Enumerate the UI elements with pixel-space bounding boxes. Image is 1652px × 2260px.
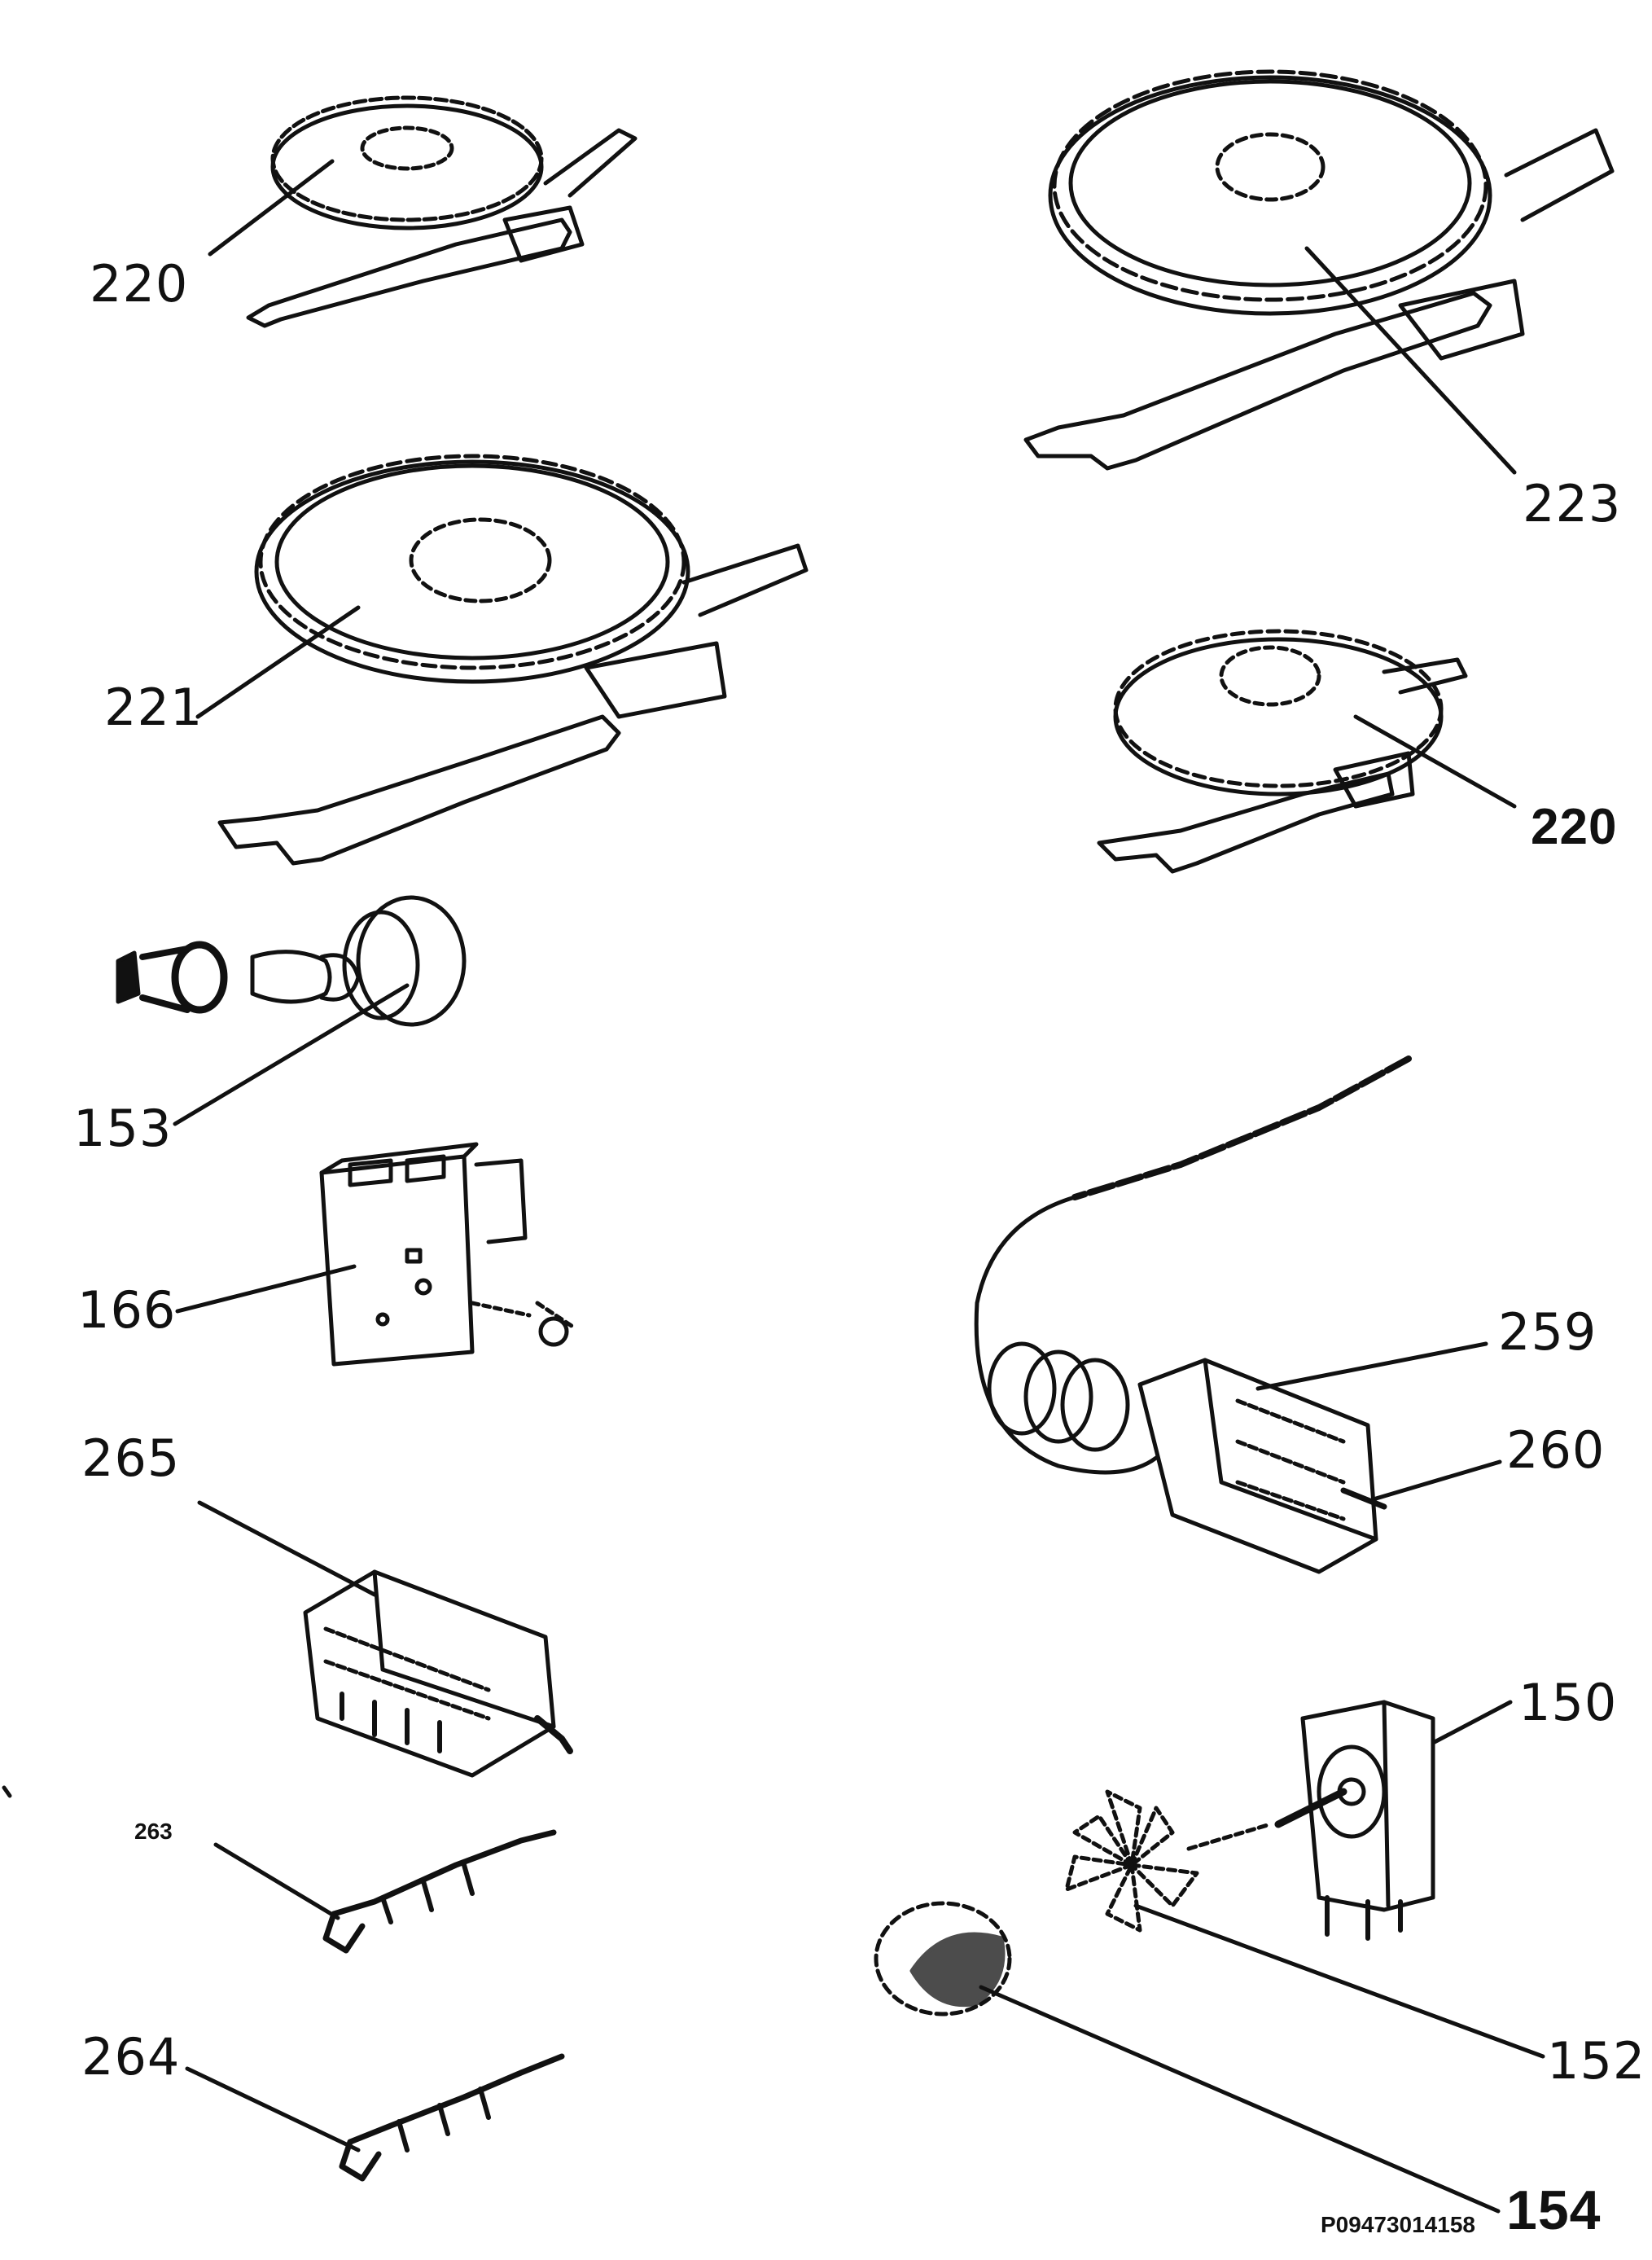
label-220-right: 220 [1531, 799, 1618, 855]
label-260: 260 [1506, 1420, 1606, 1480]
label-150: 150 [1518, 1673, 1618, 1732]
hotplate-220-right-part [1097, 629, 1517, 874]
label-166: 166 [77, 1280, 177, 1340]
hotplate-220-small-part [208, 95, 638, 328]
label-152: 152 [1547, 2031, 1646, 2091]
label-220-top: 220 [90, 254, 189, 314]
label-223: 223 [1523, 474, 1622, 533]
hotplate-221-medium-part [195, 454, 808, 866]
stray-mark [2, 1785, 12, 1798]
connector-263-part [213, 1829, 557, 1954]
thermostat-150-part [1274, 1700, 1513, 1941]
label-259: 259 [1498, 1302, 1597, 1362]
switch-265-part [197, 1500, 573, 1778]
label-154: 154 [1506, 2179, 1602, 2241]
leader-152 [1133, 1903, 1545, 2059]
label-265: 265 [81, 1428, 181, 1488]
rotary-switch-259-part [974, 1055, 1502, 1574]
label-221: 221 [104, 678, 204, 737]
label-153: 153 [73, 1099, 173, 1158]
drawing-code: P09473014158 [1321, 2212, 1475, 2237]
fan-cover-154-part [874, 1901, 1501, 2214]
hotplate-223-large-part [1023, 69, 1615, 475]
knob-153-part [116, 895, 467, 1126]
connector-264-part [185, 2053, 565, 2182]
switch-166-part [175, 1142, 576, 1367]
fan-blade-152-part [1064, 1789, 1273, 1933]
label-263: 263 [134, 1819, 173, 1844]
label-264: 264 [81, 2027, 181, 2087]
